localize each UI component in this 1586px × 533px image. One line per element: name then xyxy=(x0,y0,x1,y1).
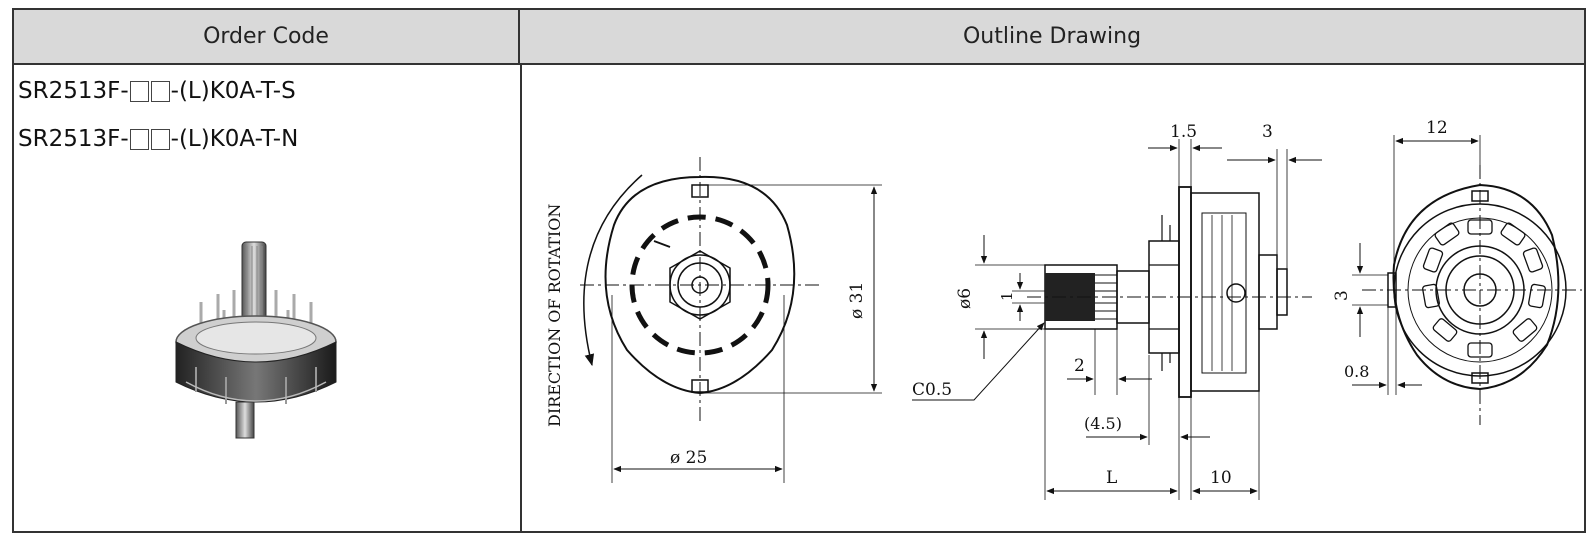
rotation-arrow xyxy=(583,174,643,367)
side-view xyxy=(912,139,1322,500)
dim-12: 12 xyxy=(1426,118,1448,138)
order-code-suffix: -(L)K0A-T-N xyxy=(170,126,299,152)
order-code-suffix: -(L)K0A-T-S xyxy=(170,78,296,104)
rotation-label: DIRECTION OF ROTATION xyxy=(545,204,564,427)
rotary-switch-photo xyxy=(175,241,337,439)
code-placeholder-box xyxy=(150,128,170,150)
dim-10: 10 xyxy=(1210,468,1232,488)
order-code-row-2: SR2513F- -(L)K0A-T-N xyxy=(18,126,298,152)
spec-table: Order Code Outline Drawing SR2513F- -(L)… xyxy=(12,8,1586,533)
code-placeholder-box xyxy=(129,80,149,102)
dim-d6: ø6 xyxy=(955,288,975,309)
dim-L: L xyxy=(1106,468,1117,488)
order-code-prefix: SR2513F- xyxy=(18,126,129,152)
dim-1-5: 1.5 xyxy=(1170,122,1197,142)
dim-2: 2 xyxy=(1074,356,1085,376)
dim-d31: ø 31 xyxy=(847,282,867,319)
dim-3-top: 3 xyxy=(1262,122,1273,142)
dim-3-side: 3 xyxy=(1332,290,1352,301)
dim-4-5: (4.5) xyxy=(1084,414,1122,433)
dim-c0-5: C0.5 xyxy=(912,380,952,400)
order-code-row-1: SR2513F- -(L)K0A-T-S xyxy=(18,78,296,104)
dim-0-8: 0.8 xyxy=(1344,362,1369,381)
outline-drawing-header: Outline Drawing xyxy=(520,10,1584,65)
outline-drawing: DIRECTION OF ROTATION xyxy=(545,118,1582,500)
rear-view xyxy=(1352,135,1582,425)
dim-1: 1 xyxy=(998,291,1016,301)
front-view: DIRECTION OF ROTATION xyxy=(545,157,882,483)
column-divider xyxy=(520,65,522,531)
dim-d25: ø 25 xyxy=(670,448,707,468)
code-placeholder-box xyxy=(129,128,149,150)
rear-body-outline xyxy=(1392,183,1560,391)
order-code-prefix: SR2513F- xyxy=(18,78,129,104)
code-placeholder-box xyxy=(150,80,170,102)
order-code-header: Order Code xyxy=(14,10,520,65)
